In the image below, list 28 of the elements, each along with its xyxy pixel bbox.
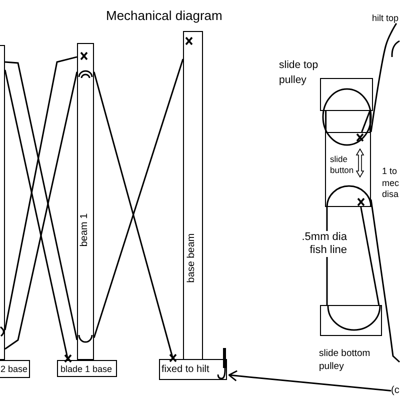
beam-label: beam 1	[80, 213, 90, 247]
fish-line	[360, 206, 380, 306]
beam	[183, 31, 203, 360]
base-plate	[159, 359, 227, 380]
fish-line	[361, 110, 371, 132]
arrow	[228, 370, 392, 392]
fish-line	[93, 58, 184, 338]
fish-line	[370, 22, 398, 132]
pulley-label: slide top pulley	[279, 58, 319, 88]
note-text: 1 to mec disa	[382, 166, 400, 200]
base-plate	[0, 360, 30, 378]
beam	[77, 43, 94, 360]
beam	[0, 45, 5, 360]
base-label: 2 base	[0, 364, 28, 374]
base-label: fixed to hilt	[162, 364, 210, 376]
fish-line	[4, 70, 69, 360]
diagram-title: Mechanical diagram	[106, 8, 222, 24]
slide-label: slide button	[330, 154, 355, 176]
fish-line	[370, 199, 400, 363]
base-plate	[57, 360, 117, 377]
note-text: (c	[391, 385, 400, 396]
pulley-label: slide bottom pulley	[319, 347, 372, 373]
slide-body	[325, 132, 371, 207]
part-label: hilt top	[372, 13, 399, 24]
hook-icon	[217, 347, 229, 380]
base-label: blade 1 base	[60, 364, 112, 374]
beam-label: base beam	[187, 233, 198, 283]
fish-line	[93, 72, 174, 360]
